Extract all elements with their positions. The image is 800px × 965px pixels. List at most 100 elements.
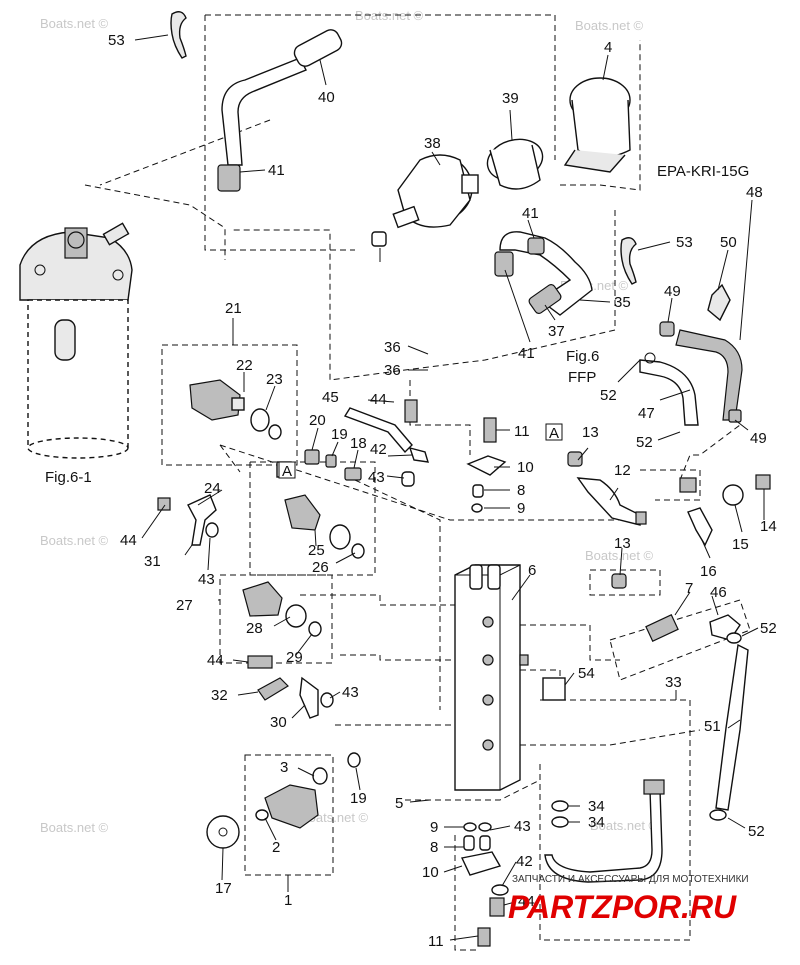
part-number-label: 25 [308, 542, 325, 559]
part-number-label: 44 [370, 391, 387, 408]
part-number-label: 44 [120, 532, 137, 549]
part-number-label: 28 [246, 620, 263, 637]
part-number-label: 6 [528, 562, 536, 579]
reference-box-a: A [278, 461, 296, 480]
part-number-label: 34 [588, 798, 605, 815]
part-number-label: 26 [312, 559, 329, 576]
part-number-label: 42 [370, 441, 387, 458]
fig6-reference-label: Fig.6 [566, 348, 599, 365]
part-number-label: 48 [746, 184, 763, 201]
part-number-label: 36 [384, 362, 401, 379]
part-number-label: 49 [664, 283, 681, 300]
central-fuel-rail [454, 564, 529, 791]
part-number-label: 36 [384, 339, 401, 356]
parts-middle [157, 399, 429, 768]
part-number-label: 38 [424, 135, 441, 152]
part-number-label: 1 [284, 892, 292, 909]
part-number-label: 52 [600, 387, 617, 404]
parts-group-21 [189, 379, 282, 440]
brand-tagline: ЗАПЧАСТИ И АКСЕССУАРЫ ДЛЯ МОТОТЕХНИКИ [512, 874, 749, 885]
part-number-label: 9 [517, 500, 525, 517]
part-number-label: 41 [522, 205, 539, 222]
part-number-label: 8 [430, 839, 438, 856]
part-number-label: 11 [514, 423, 530, 440]
part-number-label: 49 [750, 430, 767, 447]
reference-box-a: A [545, 423, 563, 442]
watermark-text: Boats.net © [575, 18, 644, 33]
part-number-label: 44 [207, 652, 224, 669]
reference-box-a-label: A [549, 425, 559, 442]
part-number-label: 45 [322, 389, 339, 406]
watermark-layer: Boats.net © Boats.net © Boats.net © Boat… [40, 8, 659, 835]
part-number-label: 13 [614, 535, 631, 552]
part-number-label: 21 [225, 300, 242, 317]
part-number-label: 41 [268, 162, 285, 179]
part-number-label: 43 [368, 469, 385, 486]
part-number-label: 54 [578, 665, 595, 682]
part-number-label: 39 [502, 90, 519, 107]
part-number-label: 41 [518, 345, 535, 362]
parts-right-middle [466, 417, 771, 821]
part-number-label: 19 [331, 426, 348, 443]
part-number-label: 27 [176, 597, 193, 614]
part-number-label: 14 [760, 518, 777, 535]
part-number-label: 44 [518, 893, 535, 910]
part-number-label: 11 [428, 933, 444, 950]
watermark-text: Boats.net © [40, 533, 109, 548]
part-number-label: 17 [215, 880, 232, 897]
part-number-label: 4 [604, 39, 612, 56]
part-number-label: 10 [422, 864, 439, 881]
part-number-label: 18 [350, 435, 367, 452]
parts-right-top [494, 231, 743, 426]
part-number-label: 8 [517, 482, 525, 499]
watermark-text: Boats.net © [40, 16, 109, 31]
watermark-text: Boats.net © [590, 818, 659, 833]
part-number-label: 40 [318, 89, 335, 106]
part-number-label: 2 [272, 839, 280, 856]
part-number-label: 13 [582, 424, 599, 441]
part-number-label: 10 [517, 459, 534, 476]
part-number-label: 47 [638, 405, 655, 422]
part-number-label: 34 [588, 814, 605, 831]
leader-lines [134, 34, 765, 941]
fuel-filter-housing-figure [19, 222, 133, 459]
part-number-label: 43 [514, 818, 531, 835]
part-number-label: 3 [280, 759, 288, 776]
callout-numbers: 53 40 41 38 39 4 41 53 50 48 49 35 37 41… [108, 32, 777, 950]
part-number-label: 16 [700, 563, 717, 580]
part-number-label: 52 [760, 620, 777, 637]
brand-watermark: ЗАПЧАСТИ И АКСЕССУАРЫ ДЛЯ МОТОТЕХНИКИ PA… [508, 874, 749, 925]
brand-logo-text: PARTZPOR.RU [508, 889, 737, 925]
part-number-label: 42 [516, 853, 533, 870]
part-number-label: 23 [266, 371, 283, 388]
part-number-label: 53 [676, 234, 693, 251]
watermark-text: Boats.net © [40, 820, 109, 835]
part-number-label: 32 [211, 687, 228, 704]
part-number-label: 43 [198, 571, 215, 588]
part-number-label: 15 [732, 536, 749, 553]
part-number-label: 29 [286, 649, 303, 666]
part-number-label: 37 [548, 323, 565, 340]
part-number-label: 5 [395, 795, 403, 812]
part-number-label: 22 [236, 357, 253, 374]
part-number-label: 9 [430, 819, 438, 836]
part-number-label: 30 [270, 714, 287, 731]
model-code-label: EPA-KRI-15G [657, 163, 749, 180]
part-number-label: 20 [309, 412, 326, 429]
part-number-label: 51 [704, 718, 721, 735]
part-number-label: 50 [720, 234, 737, 251]
part-number-label: 43 [342, 684, 359, 701]
part-number-label: 46 [710, 584, 727, 601]
part-number-label: 31 [144, 553, 161, 570]
parts-top [170, 11, 631, 247]
part-number-label: 52 [636, 434, 653, 451]
part-number-label: 35 [614, 294, 631, 311]
part-number-label: 24 [204, 480, 221, 497]
part-number-label: 19 [350, 790, 367, 807]
watermark-text: Boats.net © [585, 548, 654, 563]
part-number-label: 33 [665, 674, 682, 691]
part-number-label: 53 [108, 32, 125, 49]
part-number-label: 12 [614, 462, 631, 479]
part-number-label: 52 [748, 823, 765, 840]
